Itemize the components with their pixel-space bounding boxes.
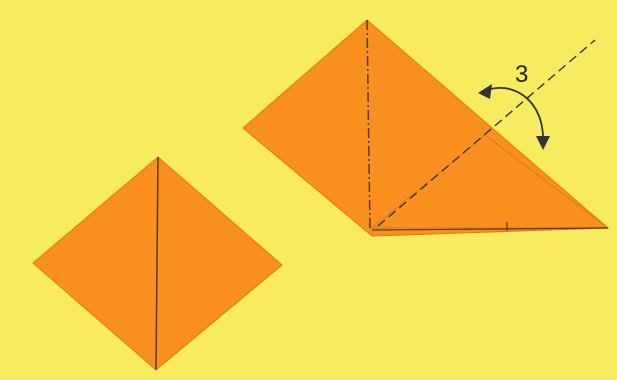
step-number-label: 3 [515, 61, 528, 88]
